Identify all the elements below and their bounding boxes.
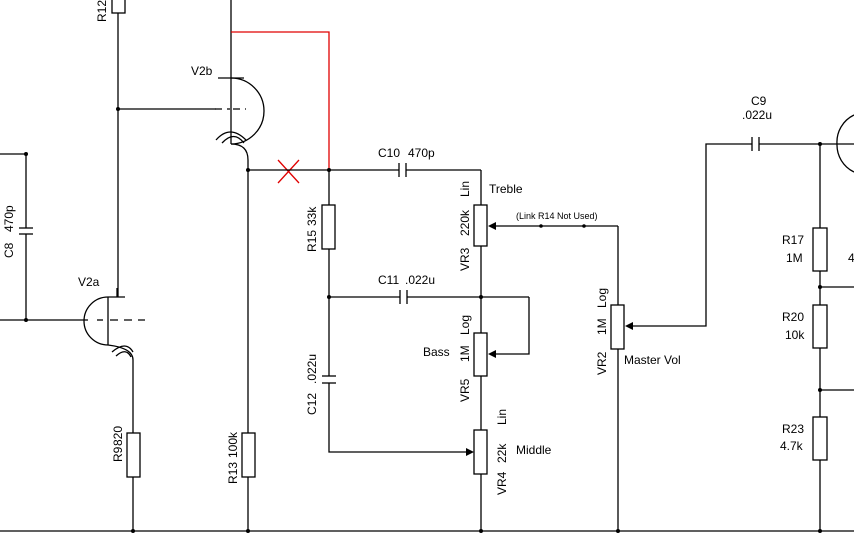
c12-value-label: .022u	[305, 354, 319, 384]
vr4-value-label: 22k	[495, 443, 509, 463]
vr3-name-label: Treble	[489, 182, 523, 196]
link-note: (Link R14 Not Used)	[516, 211, 598, 221]
c9-ref-label: C9	[751, 94, 767, 108]
vr2-value-label: 1M	[595, 318, 609, 335]
r13-ref-label: R13	[226, 462, 240, 484]
c12-capacitor: C12 .022u	[305, 354, 468, 453]
r13-resistor: R13 100k	[226, 431, 256, 531]
r12-ref-label: R12	[95, 0, 109, 22]
vr4-taper-label: Lin	[495, 409, 509, 425]
vr5-name-label: Bass	[423, 345, 450, 359]
vr5-bass-pot: VR5 1M Log Bass	[423, 297, 530, 402]
v2a-triode: V2a	[78, 275, 145, 361]
vr4-middle-pot: VR4 22k Lin Middle	[473, 409, 552, 531]
v2b-triode: V2b	[191, 0, 265, 161]
vr4-name-label: Middle	[516, 443, 552, 457]
vr2-name-label: Master Vol	[624, 353, 681, 367]
c10-capacitor: C10 470p	[378, 146, 481, 177]
c9-capacitor: C9 .022u	[742, 94, 854, 151]
vr3-ref-label: VR3	[458, 247, 472, 271]
next-tube-edge	[836, 114, 854, 173]
c11-ref-label: C11	[378, 273, 399, 287]
c9-value-label: .022u	[742, 108, 772, 122]
c11-capacitor: C11 .022u	[329, 273, 529, 304]
r23-value-label: 4.7k	[780, 439, 804, 453]
r17-resistor: R17 1M	[782, 144, 828, 305]
r23-ref-label: R23	[782, 422, 804, 436]
c10-value-label: 470p	[408, 146, 435, 160]
r12-resistor: R12	[95, 0, 126, 109]
r13-value-label: 100k	[226, 431, 240, 458]
c8-capacitor: C8 470p	[0, 152, 33, 322]
r20-value-label: 10k	[785, 328, 805, 342]
r15-ref-label: R15	[305, 230, 319, 252]
vr4-ref-label: VR4	[495, 471, 509, 495]
vr5-taper-label: Log	[458, 315, 472, 335]
r9-ref-label: R9	[111, 446, 125, 462]
vr2-ref-label: VR2	[595, 351, 609, 375]
vr3-taper-label: Lin	[458, 181, 472, 197]
modification-wire	[231, 31, 330, 184]
vr4-wiper-arrow-icon	[466, 448, 474, 456]
v2a-label: V2a	[78, 275, 100, 289]
vr3-treble-pot: VR3 220k Lin Treble	[458, 181, 618, 271]
r17-value-label: 1M	[786, 251, 803, 265]
vr2-taper-label: Log	[595, 288, 609, 308]
c8-ref-label: C8	[2, 242, 16, 258]
c12-ref-label: C12	[305, 393, 319, 415]
r15-resistor: R15 33k	[305, 170, 336, 376]
edge-value-label: 4	[848, 251, 854, 265]
r20-resistor: R20 10k	[782, 304, 828, 417]
vr3-value-label: 220k	[458, 209, 472, 236]
r23-resistor: R23 4.7k	[780, 416, 828, 531]
c10-ref-label: C10	[378, 146, 400, 160]
r17-ref-label: R17	[782, 233, 804, 247]
v2b-label: V2b	[191, 64, 213, 78]
r20-ref-label: R20	[782, 310, 804, 324]
r9-value-label: 820	[111, 426, 125, 446]
r15-value-label: 33k	[305, 206, 319, 226]
c11-value-label: .022u	[405, 273, 435, 287]
junction-dot	[116, 107, 120, 111]
r9-resistor: R9 820	[111, 426, 141, 531]
vr5-ref-label: VR5	[458, 378, 472, 402]
vr5-value-label: 1M	[458, 345, 472, 362]
c8-value-label: 470p	[2, 205, 16, 232]
vr2-master-volume-pot: VR2 1M Log Master Vol	[595, 143, 752, 531]
